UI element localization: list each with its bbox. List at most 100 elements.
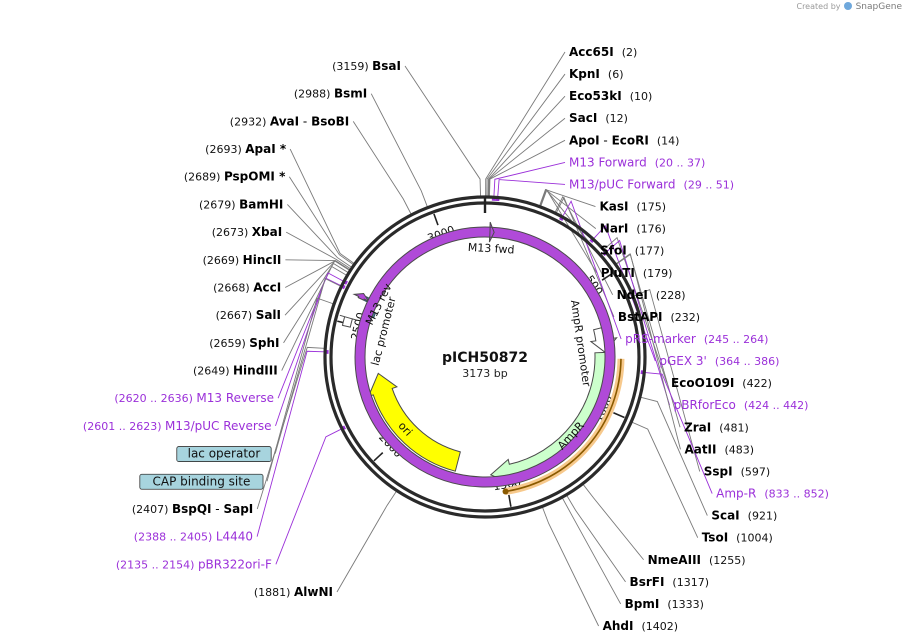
- leader-apoi: [489, 139, 566, 197]
- site-coord: (228): [656, 289, 686, 302]
- site-coord: (1004): [736, 532, 773, 545]
- site-coord: (1402): [641, 620, 678, 633]
- primer-arc-head: [502, 488, 509, 495]
- site-sep: -: [211, 502, 223, 516]
- box-label-cap-binding-site: CAP binding site: [152, 474, 250, 488]
- feature-label-m13-fwd: M13 fwd: [467, 241, 514, 257]
- watermark: Created by SnapGene: [796, 2, 902, 12]
- feature-ori: [367, 372, 461, 472]
- box-lac-operator: [176, 446, 272, 462]
- site-name: pRS-marker: [625, 332, 696, 346]
- site-label-apai: (2693) ApaI *: [205, 142, 287, 156]
- site-leaders: [256, 51, 713, 627]
- site-coord: (175): [636, 201, 666, 214]
- site-name: Acc65I: [569, 45, 614, 59]
- site-name: XbaI: [252, 225, 282, 239]
- site-coord: (14): [657, 134, 680, 147]
- site-coord: (2667): [216, 309, 256, 322]
- site-labels: Acc65I(2)KpnI(6)Eco53kI(10)SacI(12)ApoI …: [83, 45, 829, 633]
- leader-bsrfi: [566, 495, 626, 583]
- site-label-bamhi: (2679) BamHI: [199, 197, 283, 211]
- leader-apai: [289, 148, 355, 264]
- leader-prs-marker: [562, 200, 622, 340]
- site-coord: (481): [719, 421, 749, 434]
- site-label-eco53ki: Eco53kI(10): [569, 89, 652, 103]
- site-name: M13 Forward: [569, 155, 647, 169]
- leader-bsai: [404, 65, 481, 197]
- site-label-xbai: (2673) XbaI: [212, 225, 282, 239]
- site-coord: (833 .. 852): [764, 488, 829, 501]
- site-label-nmeaiii: NmeAIII(1255): [648, 553, 746, 567]
- site-label-ndei: NdeI (228): [617, 288, 686, 302]
- site-star: *: [275, 170, 286, 184]
- site-label-pspomi: (2689) PspOMI *: [184, 170, 286, 184]
- leader-acci: [285, 260, 350, 288]
- site-name: NarI: [600, 222, 629, 236]
- site-name: AlwNI: [294, 585, 333, 599]
- site-name: BpmI: [625, 597, 660, 611]
- site-label-pbr322ori-f: (2135 .. 2154) pBR322ori-F: [116, 557, 272, 571]
- ruler-tick: [433, 213, 439, 226]
- feature-mark: [343, 280, 348, 285]
- leader-sspi: [633, 288, 701, 472]
- feature-mark: [341, 425, 346, 431]
- site-coord: (3159): [332, 60, 372, 73]
- leader-nmeaiii: [582, 484, 644, 561]
- site-coord: (921): [748, 510, 778, 523]
- site-coord: (2135 .. 2154): [116, 558, 198, 571]
- leader-amp-r: [645, 372, 713, 494]
- feature-mark: [589, 238, 595, 243]
- plasmid-length: 3173 bp: [462, 367, 507, 380]
- site-name: SacI: [569, 111, 597, 125]
- site-label-acc65i: Acc65I(2): [569, 45, 637, 59]
- site-name: PluTI: [601, 266, 635, 280]
- site-label-bstapi: BstAPI(232): [618, 310, 700, 324]
- site-name: AatII: [684, 442, 716, 456]
- site-coord: (2668): [213, 281, 253, 294]
- site-coord: (2620 .. 2636): [114, 392, 196, 405]
- snapgene-logo-icon: [844, 2, 853, 10]
- primer-arc: [505, 358, 622, 493]
- site-coord: (422): [742, 377, 772, 390]
- site-coord: (12): [605, 112, 628, 125]
- site-name: BspQI: [172, 502, 212, 516]
- site-sep: -: [299, 114, 311, 128]
- site-name: PspOMI: [224, 170, 275, 184]
- site-name: SphI: [249, 336, 279, 350]
- site-label-alwni: (1881) AlwNI: [254, 585, 333, 599]
- leader-sali: [284, 260, 350, 316]
- site-coord: (6): [608, 68, 624, 81]
- site-name: KasI: [599, 200, 628, 214]
- leader-m13-reverse: [277, 272, 344, 399]
- site-name: ApaI: [245, 142, 275, 156]
- site-label-bsrfi: BsrFI(1317): [630, 575, 709, 589]
- site-coord: (2649): [193, 365, 233, 378]
- site-label-amp-r: Amp-R(833 .. 852): [716, 487, 829, 501]
- leader-eco53ki: [487, 95, 566, 197]
- leader-kpni: [486, 73, 566, 197]
- site-label-bpmi: BpmI(1333): [625, 597, 704, 611]
- site-label-sali: (2667) SalI: [216, 308, 281, 322]
- site-name: BstAPI: [618, 310, 663, 324]
- site-name: M13 Reverse: [196, 391, 274, 405]
- watermark-prefix: Created by: [796, 2, 841, 11]
- site-coord: (245 .. 264): [704, 333, 769, 346]
- site-coord: (2932): [230, 115, 270, 128]
- site-label-bsai: (3159) BsaI: [332, 59, 401, 73]
- site-coord: (2988): [294, 88, 334, 101]
- site-label-apoi: ApoI - EcoRI(14): [569, 133, 679, 147]
- site-name: pBR322ori-F: [198, 557, 272, 571]
- leader-scai: [640, 396, 708, 516]
- site-coord: (10): [630, 90, 653, 103]
- site-name: ScaI: [711, 509, 739, 523]
- site-coord: (597): [741, 465, 771, 478]
- site-star: *: [276, 142, 287, 156]
- site-coord: (424 .. 442): [744, 399, 809, 412]
- site-name: SspI: [704, 464, 733, 478]
- site-label-ahdi: AhdI(1402): [603, 619, 678, 633]
- site-name: NdeI: [617, 288, 648, 302]
- site-label-sspi: SspI (597): [704, 464, 770, 478]
- leader-acc65i: [485, 51, 566, 197]
- feature-mark: [602, 251, 607, 257]
